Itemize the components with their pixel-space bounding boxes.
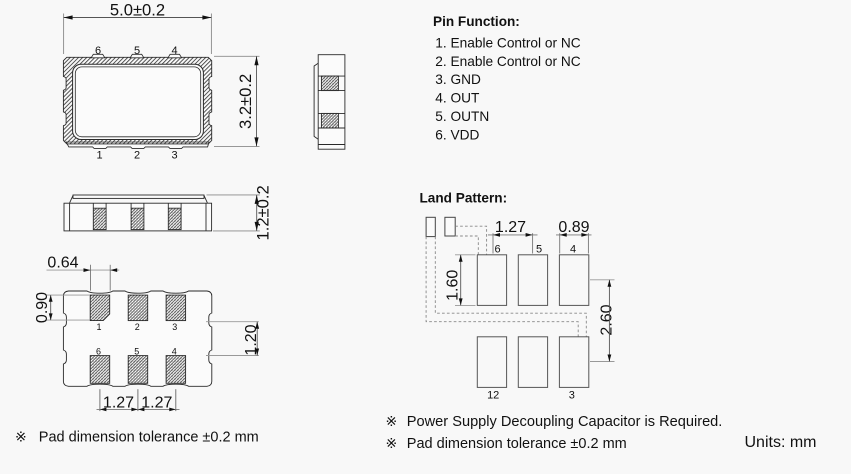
svg-text:2: 2: [134, 149, 140, 161]
svg-text:4. OUT: 4. OUT: [435, 91, 480, 106]
svg-text:2. Enable Control or NC: 2. Enable Control or NC: [435, 54, 580, 69]
svg-text:Pad dimension tolerance ±0.2 m: Pad dimension tolerance ±0.2 mm: [407, 436, 627, 452]
svg-text:5. OUTN: 5. OUTN: [435, 109, 489, 124]
svg-text:6: 6: [96, 346, 101, 356]
svg-text:6: 6: [494, 243, 500, 255]
svg-text:3: 3: [172, 149, 178, 161]
svg-text:0.64: 0.64: [47, 255, 78, 272]
svg-text:0.90: 0.90: [34, 292, 51, 323]
svg-text:6: 6: [95, 45, 101, 57]
svg-text:12: 12: [487, 389, 499, 401]
svg-text:3: 3: [172, 322, 177, 332]
svg-text:1.20: 1.20: [243, 324, 260, 355]
svg-text:4: 4: [570, 243, 576, 255]
svg-text:1.60: 1.60: [445, 270, 462, 301]
svg-text:※: ※: [386, 413, 398, 429]
svg-text:1.27: 1.27: [495, 219, 526, 236]
svg-text:Units: mm: Units: mm: [745, 434, 817, 451]
svg-text:1. Enable Control or NC: 1. Enable Control or NC: [435, 35, 580, 50]
svg-text:1.27: 1.27: [103, 395, 134, 412]
svg-text:Land Pattern:: Land Pattern:: [420, 190, 508, 205]
svg-text:Pin Function:: Pin Function:: [433, 14, 520, 29]
svg-text:4: 4: [172, 346, 177, 356]
svg-text:Pad dimension tolerance ±0.2 m: Pad dimension tolerance ±0.2 mm: [39, 430, 259, 446]
svg-text:6. VDD: 6. VDD: [435, 128, 479, 143]
svg-text:1: 1: [96, 322, 101, 332]
svg-text:5: 5: [536, 243, 542, 255]
svg-text:5.0±0.2: 5.0±0.2: [110, 1, 165, 20]
svg-text:4: 4: [172, 45, 178, 57]
svg-text:2.60: 2.60: [598, 304, 615, 335]
svg-text:5: 5: [134, 45, 140, 57]
svg-text:0.89: 0.89: [558, 219, 589, 236]
svg-text:1: 1: [96, 149, 102, 161]
svg-text:5: 5: [134, 346, 139, 356]
svg-text:※: ※: [15, 429, 27, 445]
svg-text:1.27: 1.27: [141, 395, 172, 412]
svg-text:※: ※: [386, 435, 398, 451]
svg-text:3.2±0.2: 3.2±0.2: [236, 74, 255, 129]
svg-text:3. GND: 3. GND: [435, 72, 481, 87]
svg-text:Power Supply Decoupling Capaci: Power Supply Decoupling Capacitor is Req…: [407, 414, 723, 430]
svg-text:1.2±0.2: 1.2±0.2: [254, 185, 273, 240]
svg-text:2: 2: [135, 322, 140, 332]
svg-text:3: 3: [569, 389, 575, 401]
